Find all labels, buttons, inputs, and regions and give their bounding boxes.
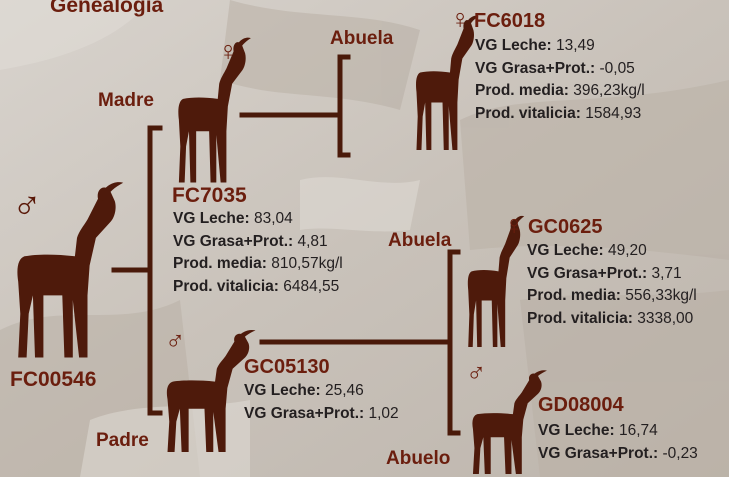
father-relation-label: Padre xyxy=(96,430,149,451)
paternal-grandfather-code: GD08004 xyxy=(538,394,624,416)
maternal-grandmother-code: FC6018 xyxy=(474,10,546,32)
paternal-grandmother-female-symbol-icon: ♀ xyxy=(504,210,525,240)
mother-relation-label: Madre xyxy=(98,90,154,111)
maternal-grandmother-goat-icon xyxy=(416,15,479,150)
paternal-grandmother-relation-label: Abuela xyxy=(388,230,452,251)
paternal-grandfather-stats: VG Leche: 16,74 VG Grasa+Prot.: -0,23 xyxy=(538,420,698,465)
stat-row: Prod. media: 810,57kg/l xyxy=(173,255,343,272)
maternal-grandmother-female-symbol-icon: ♀ xyxy=(450,4,471,34)
subject-male-symbol-icon: ♂ xyxy=(12,184,42,228)
stat-row: VG Grasa+Prot.: 1,02 xyxy=(244,404,399,422)
mother-stats: VG Leche: 83,04 VG Grasa+Prot.: 4,81 Pro… xyxy=(173,208,343,298)
stat-row: Prod. vitalicia: 6484,55 xyxy=(173,277,340,295)
paternal-grandfather-relation-label: Abuelo xyxy=(386,448,451,469)
stat-row: Prod. media: 396,23kg/l xyxy=(475,82,645,99)
maternal-grandmother-relation-label: Abuela xyxy=(330,28,394,49)
paternal-grandmother-code: GC0625 xyxy=(528,216,603,238)
mother-code: FC7035 xyxy=(172,184,247,207)
subject-code: FC00546 xyxy=(10,368,97,391)
stat-row: VG Grasa+Prot.: 3,71 xyxy=(527,264,682,282)
father-male-symbol-icon: ♂ xyxy=(165,326,186,356)
stat-row: VG Grasa+Prot.: -0,05 xyxy=(475,59,635,77)
stat-row: Prod. vitalicia: 1584,93 xyxy=(475,104,642,122)
father-bracket xyxy=(447,249,461,436)
stat-row: VG Grasa+Prot.: -0,23 xyxy=(538,444,698,462)
paternal-grandmother-stats: VG Leche: 49,20 VG Grasa+Prot.: 3,71 Pro… xyxy=(527,240,697,330)
mother-female-symbol-icon: ♀ xyxy=(218,36,239,66)
mother-goat-icon xyxy=(178,37,251,183)
stat-row: Prod. media: 556,33kg/l xyxy=(527,287,697,304)
maternal-grandmother-stats: VG Leche: 13,49 VG Grasa+Prot.: -0,05 Pr… xyxy=(475,35,645,125)
stat-row: VG Leche: 16,74 xyxy=(538,422,658,439)
stat-row: VG Leche: 25,46 xyxy=(244,382,364,399)
stat-row: Prod. vitalicia: 3338,00 xyxy=(527,309,694,327)
stat-row: VG Leche: 13,49 xyxy=(475,37,595,54)
stat-row: VG Leche: 49,20 xyxy=(527,242,647,259)
paternal-grandfather-male-symbol-icon: ♂ xyxy=(466,358,487,388)
page-title: Genealogía xyxy=(50,0,164,17)
stat-row: VG Leche: 83,04 xyxy=(173,210,293,227)
stat-row: VG Grasa+Prot.: 4,81 xyxy=(173,232,328,250)
father-code: GC05130 xyxy=(244,356,330,378)
mother-bracket xyxy=(337,54,351,158)
father-stats: VG Leche: 25,46 VG Grasa+Prot.: 1,02 xyxy=(244,380,399,425)
